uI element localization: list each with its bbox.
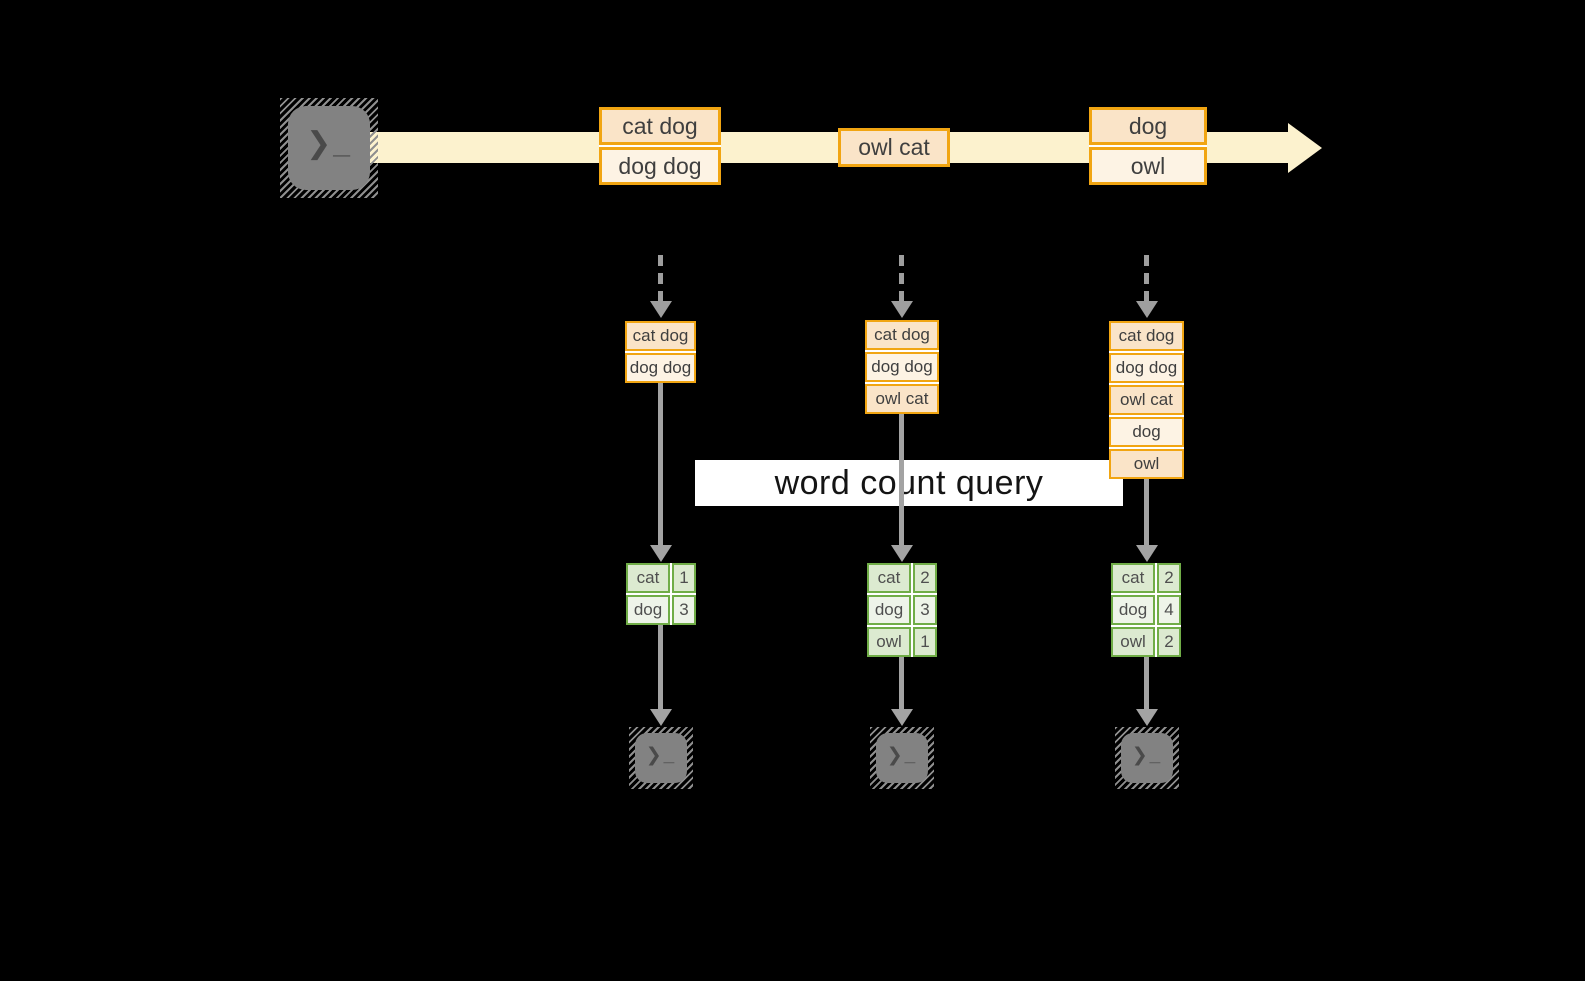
event-record: owl cat bbox=[838, 128, 950, 167]
terminal-screen: ❯_ bbox=[876, 733, 928, 783]
count-word-cell: owl bbox=[867, 627, 911, 657]
stream-event-box-3: dog owl bbox=[1089, 107, 1207, 185]
count-table-2: cat 2 dog 3 owl 1 bbox=[867, 563, 937, 657]
event-record: cat dog bbox=[599, 107, 721, 145]
buffer-stack-1: cat dog dog dog bbox=[625, 321, 696, 383]
count-value-cell: 2 bbox=[1157, 627, 1181, 657]
buffer-record: dog dog bbox=[865, 352, 939, 382]
count-value-cell: 1 bbox=[672, 563, 696, 593]
emit-arrow-head-icon-1 bbox=[650, 709, 672, 726]
buffer-record: owl cat bbox=[865, 384, 939, 414]
sink-terminal-icon-1: ❯_ bbox=[629, 727, 693, 789]
count-word-cell: dog bbox=[1111, 595, 1155, 625]
count-row: cat 1 bbox=[626, 563, 696, 593]
count-row: dog 4 bbox=[1111, 595, 1181, 625]
buffer-record: owl cat bbox=[1109, 385, 1184, 415]
count-word-cell: cat bbox=[626, 563, 670, 593]
terminal-screen: ❯_ bbox=[288, 106, 370, 190]
query-arrow-line-2 bbox=[899, 414, 904, 545]
buffer-record: cat dog bbox=[1109, 321, 1184, 351]
query-arrow-line-1 bbox=[658, 383, 663, 545]
terminal-prompt-icon: ❯_ bbox=[1131, 744, 1163, 766]
terminal-prompt-icon: ❯_ bbox=[306, 127, 352, 160]
count-row: dog 3 bbox=[867, 595, 937, 625]
terminal-screen: ❯_ bbox=[1121, 733, 1173, 783]
buffer-record: cat dog bbox=[625, 321, 696, 351]
stream-event-box-2: owl cat bbox=[838, 128, 950, 167]
count-word-cell: cat bbox=[1111, 563, 1155, 593]
query-arrow-head-icon-1 bbox=[650, 545, 672, 562]
event-record: dog dog bbox=[599, 147, 721, 185]
ingest-arrow-head-icon-2 bbox=[891, 301, 913, 318]
source-terminal-icon: ❯_ bbox=[280, 98, 378, 198]
count-table-1: cat 1 dog 3 bbox=[626, 563, 696, 625]
terminal-prompt-icon: ❯_ bbox=[645, 744, 677, 766]
ingest-arrow-line-2 bbox=[899, 255, 904, 301]
buffer-record: dog dog bbox=[1109, 353, 1184, 383]
count-word-cell: cat bbox=[867, 563, 911, 593]
buffer-stack-3: cat dog dog dog owl cat dog owl bbox=[1109, 321, 1184, 479]
count-row: owl 1 bbox=[867, 627, 937, 657]
stream-arrow-head-icon bbox=[1288, 123, 1322, 173]
ingest-arrow-head-icon-1 bbox=[650, 301, 672, 318]
buffer-record: dog bbox=[1109, 417, 1184, 447]
ingest-arrow-line-3 bbox=[1144, 255, 1149, 301]
terminal-screen: ❯_ bbox=[635, 733, 687, 783]
buffer-stack-2: cat dog dog dog owl cat bbox=[865, 320, 939, 414]
count-word-cell: dog bbox=[867, 595, 911, 625]
buffer-record: dog dog bbox=[625, 353, 696, 383]
ingest-arrow-line-1 bbox=[658, 255, 663, 301]
count-table-3: cat 2 dog 4 owl 2 bbox=[1111, 563, 1181, 657]
count-value-cell: 2 bbox=[1157, 563, 1181, 593]
count-row: cat 2 bbox=[1111, 563, 1181, 593]
terminal-prompt-icon: ❯_ bbox=[886, 744, 918, 766]
count-value-cell: 3 bbox=[672, 595, 696, 625]
count-row: dog 3 bbox=[626, 595, 696, 625]
count-word-cell: dog bbox=[626, 595, 670, 625]
query-banner: word count query bbox=[695, 460, 1123, 506]
count-value-cell: 4 bbox=[1157, 595, 1181, 625]
stream-event-box-1: cat dog dog dog bbox=[599, 107, 721, 185]
count-value-cell: 1 bbox=[913, 627, 937, 657]
query-arrow-line-3 bbox=[1144, 479, 1149, 545]
buffer-record: cat dog bbox=[865, 320, 939, 350]
emit-arrow-head-icon-3 bbox=[1136, 709, 1158, 726]
count-word-cell: owl bbox=[1111, 627, 1155, 657]
emit-arrow-line-1 bbox=[658, 625, 663, 709]
sink-terminal-icon-3: ❯_ bbox=[1115, 727, 1179, 789]
emit-arrow-line-3 bbox=[1144, 657, 1149, 709]
event-record: owl bbox=[1089, 147, 1207, 185]
query-arrow-head-icon-2 bbox=[891, 545, 913, 562]
buffer-record: owl bbox=[1109, 449, 1184, 479]
emit-arrow-line-2 bbox=[899, 657, 904, 709]
count-value-cell: 2 bbox=[913, 563, 937, 593]
count-row: owl 2 bbox=[1111, 627, 1181, 657]
query-label: word count query bbox=[774, 463, 1044, 502]
sink-terminal-icon-2: ❯_ bbox=[870, 727, 934, 789]
event-record: dog bbox=[1089, 107, 1207, 145]
emit-arrow-head-icon-2 bbox=[891, 709, 913, 726]
count-value-cell: 3 bbox=[913, 595, 937, 625]
ingest-arrow-head-icon-3 bbox=[1136, 301, 1158, 318]
count-row: cat 2 bbox=[867, 563, 937, 593]
query-arrow-head-icon-3 bbox=[1136, 545, 1158, 562]
